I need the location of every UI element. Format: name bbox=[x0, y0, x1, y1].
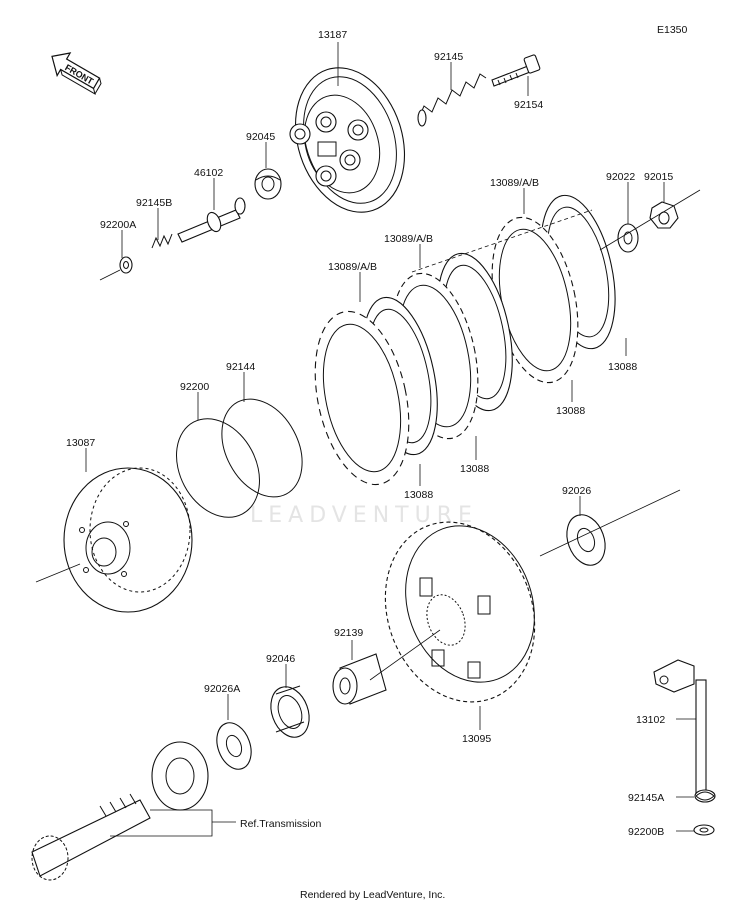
callout-13088-center-right[interactable]: 13088 bbox=[556, 405, 585, 417]
part-92015-nut[interactable] bbox=[649, 201, 679, 229]
part-92145A-return-spring[interactable] bbox=[694, 789, 716, 803]
callout-92015[interactable]: 92015 bbox=[644, 171, 673, 183]
part-92045-ball-bearing[interactable] bbox=[254, 168, 282, 200]
callout-13095[interactable]: 13095 bbox=[462, 733, 491, 745]
part-92200-o-ring[interactable] bbox=[160, 404, 276, 532]
part-13187-pressure-plate[interactable] bbox=[278, 54, 423, 227]
ref-transmission-label: Ref.Transmission bbox=[240, 818, 321, 830]
ref-transmission-bearing bbox=[151, 741, 209, 811]
part-13095-clutch-housing[interactable] bbox=[361, 501, 559, 723]
part-13087-clutch-hub[interactable] bbox=[63, 467, 193, 613]
leader-lines bbox=[85, 42, 696, 832]
callout-13102[interactable]: 13102 bbox=[636, 714, 665, 726]
callout-92200B[interactable]: 92200B bbox=[628, 826, 664, 838]
part-92145B-spring[interactable] bbox=[151, 233, 173, 249]
callout-92026[interactable]: 92026 bbox=[562, 485, 591, 497]
stack-guide-line bbox=[411, 209, 593, 273]
axis-line-hub bbox=[35, 563, 81, 583]
callout-92200A[interactable]: 92200A bbox=[100, 219, 136, 231]
callout-13089-top[interactable]: 13089/A/B bbox=[490, 177, 539, 189]
axis-line-collar bbox=[369, 629, 441, 681]
part-92022-washer[interactable] bbox=[617, 223, 639, 253]
part-46102-push-rod[interactable] bbox=[177, 197, 246, 243]
front-arrow-icon: FRONT bbox=[51, 52, 102, 95]
callout-92139[interactable]: 92139 bbox=[334, 627, 363, 639]
callout-13089-lower[interactable]: 13089/A/B bbox=[328, 261, 377, 273]
footer-credit: Rendered by LeadVenture, Inc. bbox=[300, 889, 445, 901]
part-92139-collar[interactable] bbox=[332, 653, 387, 705]
callout-13088-left[interactable]: 13088 bbox=[404, 489, 433, 501]
callout-46102[interactable]: 46102 bbox=[194, 167, 223, 179]
callout-92154[interactable]: 92154 bbox=[514, 99, 543, 111]
part-13102-release-shaft[interactable] bbox=[653, 659, 707, 799]
callout-92022[interactable]: 92022 bbox=[606, 171, 635, 183]
part-13088-friction-plate-3[interactable] bbox=[301, 303, 424, 493]
callout-92144[interactable]: 92144 bbox=[226, 361, 255, 373]
callout-92046[interactable]: 92046 bbox=[266, 653, 295, 665]
callout-92045[interactable]: 92045 bbox=[246, 131, 275, 143]
part-92026A-thrust-washer[interactable] bbox=[211, 718, 257, 774]
callout-13087[interactable]: 13087 bbox=[66, 437, 95, 449]
part-92046-needle-bearing[interactable] bbox=[264, 681, 316, 742]
callout-13088-center[interactable]: 13088 bbox=[460, 463, 489, 475]
callout-92145B[interactable]: 92145B bbox=[136, 197, 172, 209]
diagram-code: E1350 bbox=[657, 24, 688, 36]
ref-transmission-bracket bbox=[110, 809, 236, 837]
part-92144-o-ring[interactable] bbox=[206, 385, 318, 511]
part-92154-bolt[interactable] bbox=[491, 54, 541, 87]
part-92026-thrust-washer[interactable] bbox=[560, 509, 612, 570]
part-92200A-washer[interactable] bbox=[119, 256, 133, 274]
callout-92200[interactable]: 92200 bbox=[180, 381, 209, 393]
callout-92145[interactable]: 92145 bbox=[434, 51, 463, 63]
callout-92026A[interactable]: 92026A bbox=[204, 683, 240, 695]
axis-line-washer bbox=[539, 489, 681, 557]
callout-13187[interactable]: 13187 bbox=[318, 29, 347, 41]
ref-transmission-shaft bbox=[31, 793, 151, 881]
callout-13088-right[interactable]: 13088 bbox=[608, 361, 637, 373]
part-92200B-washer[interactable] bbox=[693, 824, 715, 836]
callout-92145A[interactable]: 92145A bbox=[628, 792, 664, 804]
callout-13089-middle[interactable]: 13089/A/B bbox=[384, 233, 433, 245]
axis-line-top bbox=[599, 189, 701, 251]
part-92145-clutch-spring[interactable] bbox=[417, 73, 487, 127]
